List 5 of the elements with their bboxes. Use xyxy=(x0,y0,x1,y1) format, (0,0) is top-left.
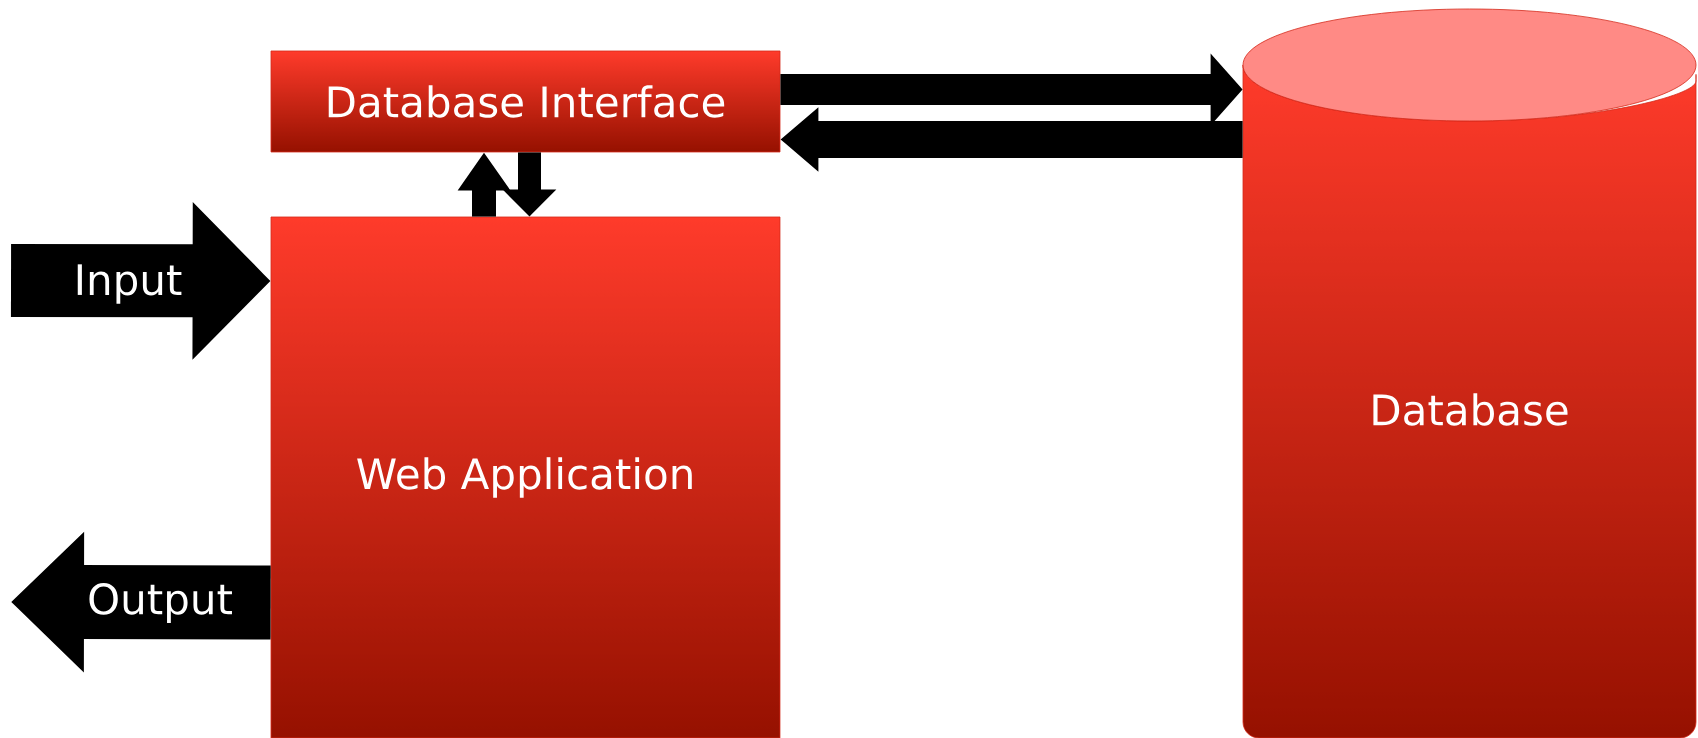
edge-label: Output xyxy=(85,581,235,625)
edge-label: Input xyxy=(71,262,185,306)
database-cylinder: Database xyxy=(1242,8,1697,738)
process-box: Web Application xyxy=(270,216,781,738)
process-box: Database Interface xyxy=(270,50,781,153)
